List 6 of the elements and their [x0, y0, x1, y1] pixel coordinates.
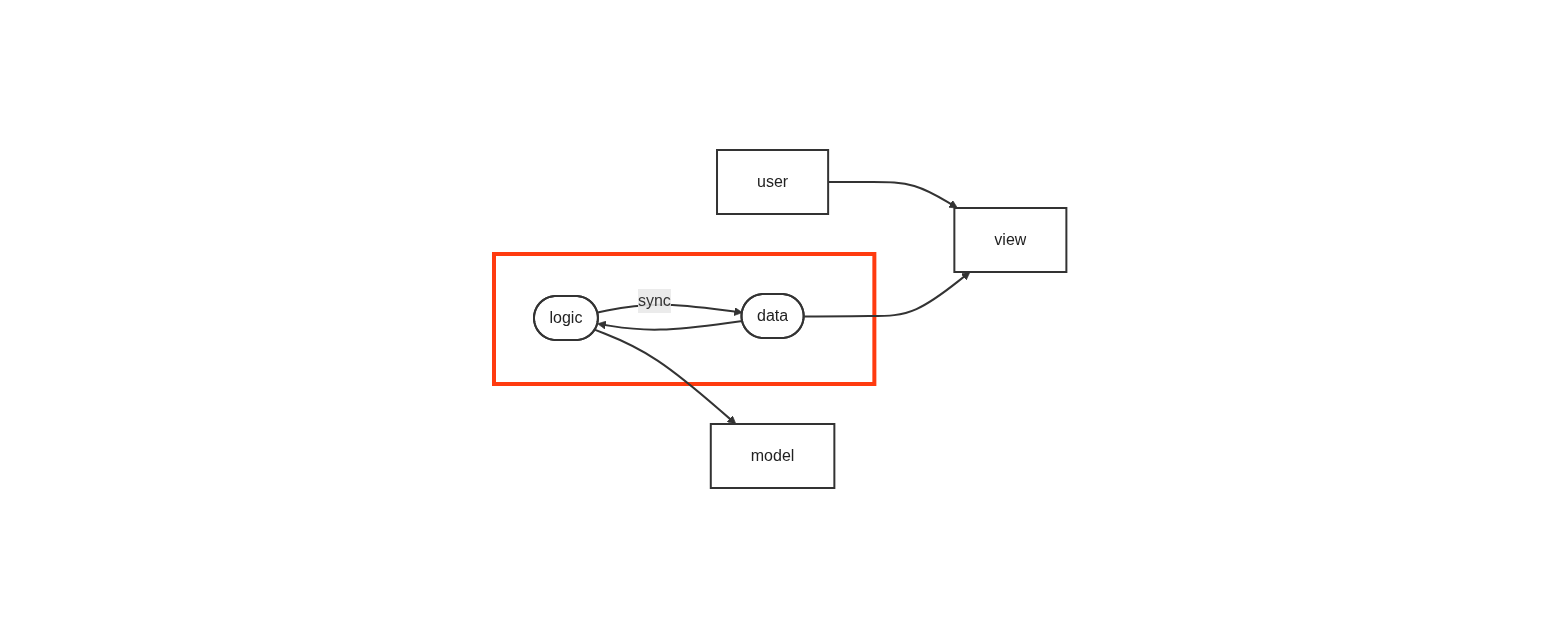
arrow — [594, 328, 737, 425]
edge-label: sync — [637, 292, 671, 309]
node-box: user — [715, 149, 829, 215]
node-box: model — [709, 423, 836, 489]
node-box: view — [953, 207, 1068, 273]
cluster — [491, 252, 877, 386]
